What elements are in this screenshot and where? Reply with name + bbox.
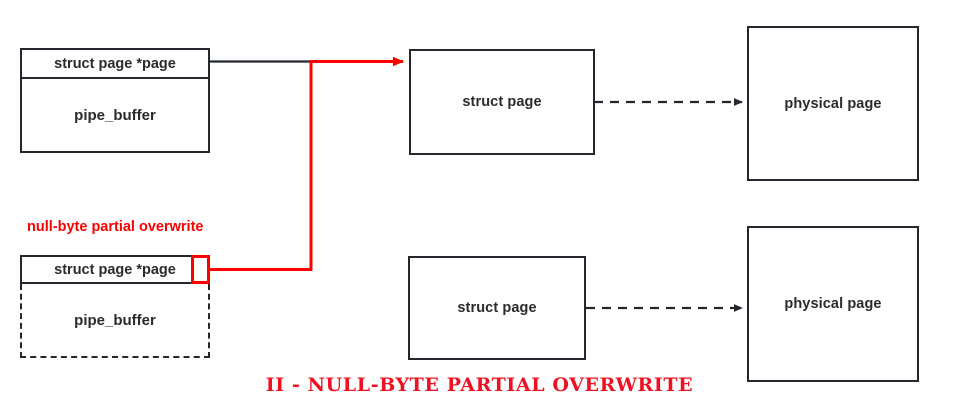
pipe-buffer-intact-header: struct page *page [20,48,210,79]
struct-page-box-bottom: struct page [408,256,586,360]
pipe-buffer-intact: struct page *page pipe_buffer [20,48,210,153]
physical-page-bottom-label: physical page [784,296,882,312]
pipe-buffer-intact-body: pipe_buffer [20,79,210,153]
null-byte-overwrite-marker [191,255,210,284]
physical-page-top-label: physical page [784,95,882,112]
pipe-buffer-intact-body-label: pipe_buffer [74,106,156,124]
struct-page-box-top: struct page [409,49,595,155]
struct-page-bottom-label: struct page [457,300,537,316]
pipe-buffer-corrupted-header-label: struct page *page [54,261,176,278]
struct-page-top-label: struct page [462,94,542,110]
null-byte-overwrite-annotation: null-byte partial overwrite [27,219,204,235]
pipe-buffer-corrupted-body-label: pipe_buffer [74,311,156,329]
null-byte-redirect-arrow [209,56,404,271]
diagram-caption: II - NULL-BYTE PARTIAL OVERWRITE [265,374,694,396]
pipe-buffer-intact-header-label: struct page *page [54,55,176,72]
pipe-buffer-corrupted-body: pipe_buffer [20,284,210,358]
physical-page-box-bottom: physical page [747,226,919,382]
pipe-buffer-corrupted: struct page *page pipe_buffer [20,255,210,358]
pipe-buffer-corrupted-header: struct page *page [20,255,210,284]
physical-page-box-top: physical page [747,26,919,181]
